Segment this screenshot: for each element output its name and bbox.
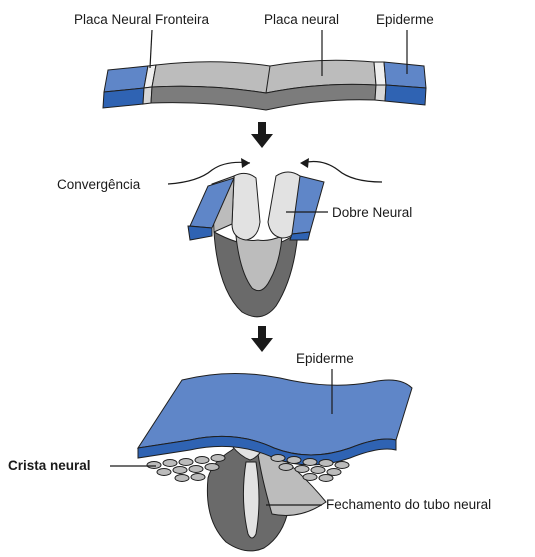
label-neural-crest: Crista neural <box>8 458 91 473</box>
right-epidermis-block <box>384 62 426 88</box>
stage-neural-plate <box>103 60 426 110</box>
label-convergence: Convergência <box>57 177 141 192</box>
label-tube-closure: Fechamento do tubo neural <box>326 497 491 512</box>
left-neural-fold <box>232 173 260 240</box>
stage-neural-tube <box>138 373 412 550</box>
stage-neural-folding <box>168 158 382 317</box>
label-epidermis-bottom: Epiderme <box>296 351 354 366</box>
label-border-plate: Placa Neural Fronteira <box>74 12 210 27</box>
leader-border-plate <box>150 30 152 68</box>
down-arrow-1 <box>251 122 273 148</box>
convergence-arrow-right <box>302 162 382 182</box>
label-neural-plate: Placa neural <box>264 12 339 27</box>
down-arrow-2 <box>251 326 273 352</box>
label-epidermis-top: Epiderme <box>376 12 434 27</box>
label-neural-fold: Dobre Neural <box>332 205 412 220</box>
